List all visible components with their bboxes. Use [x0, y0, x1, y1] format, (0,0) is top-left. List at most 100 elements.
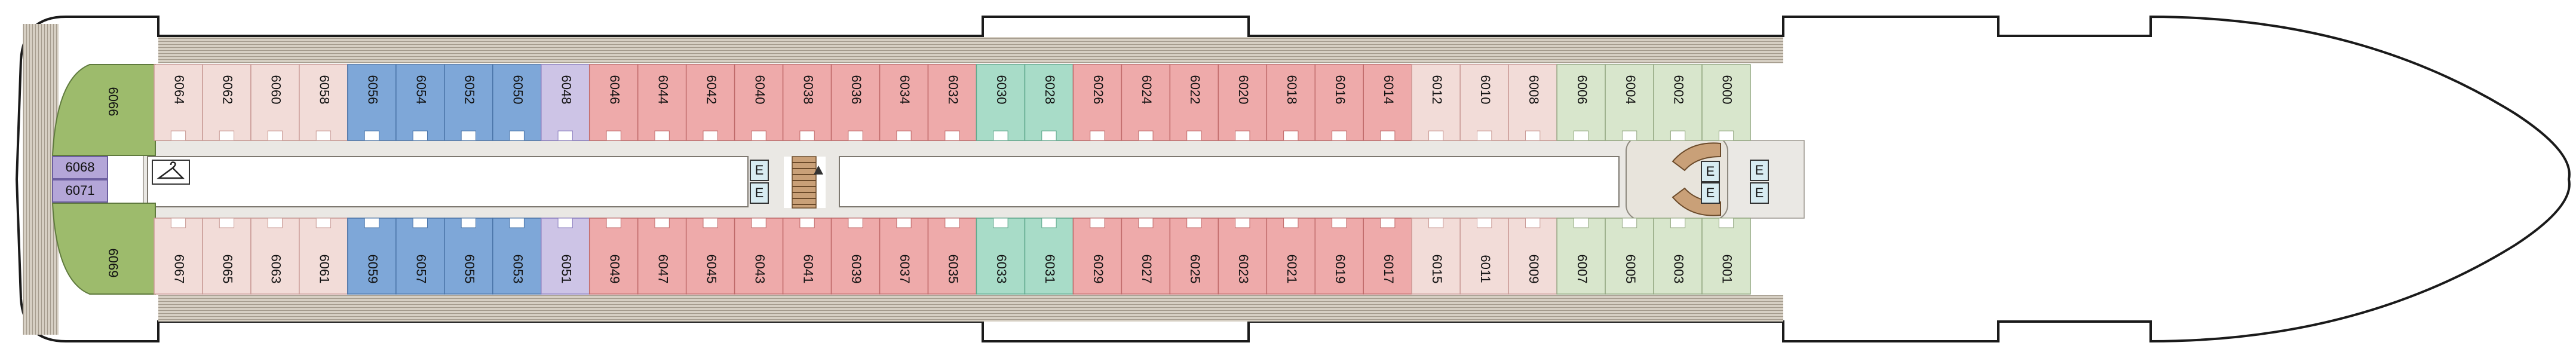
cabin-entry-6014	[1380, 130, 1396, 141]
cabin-entry-6056	[364, 130, 380, 141]
cabin-6036[interactable]	[830, 64, 881, 141]
aft-cabin-6071[interactable]	[52, 179, 108, 203]
cabin-6017[interactable]	[1363, 218, 1412, 295]
cabin-6031[interactable]	[1024, 218, 1074, 295]
cabin-label-6001: 6001	[1720, 255, 1735, 284]
cabin-label-6042: 6042	[704, 75, 719, 105]
elevator-icon	[1701, 161, 1720, 182]
cabin-6027[interactable]	[1121, 218, 1171, 295]
cabin-6035[interactable]	[927, 218, 977, 295]
cabin-6061[interactable]	[299, 218, 348, 295]
cabin-entry-6034	[896, 130, 912, 141]
cabin-6034[interactable]	[879, 64, 929, 141]
cabin-entry-6020	[1235, 130, 1250, 141]
cabin-6037[interactable]	[879, 218, 929, 295]
cabin-label-6035: 6035	[946, 255, 961, 284]
cabin-6049[interactable]	[588, 218, 639, 295]
cabin-label-6039: 6039	[849, 255, 864, 284]
cabin-label-6051: 6051	[559, 255, 574, 284]
cabin-label-6028: 6028	[1042, 75, 1057, 105]
cabin-entry-6045	[703, 218, 718, 228]
cabin-6015[interactable]	[1411, 218, 1461, 295]
cabin-entry-6025	[1186, 218, 1202, 228]
cabin-label-6024: 6024	[1139, 75, 1154, 105]
cabin-label-6063: 6063	[269, 255, 284, 284]
elevator-icon	[1701, 182, 1720, 204]
cabin-6053[interactable]	[492, 218, 542, 295]
cabin-label-6048: 6048	[559, 75, 574, 105]
cabin-6023[interactable]	[1218, 218, 1268, 295]
cabin-label-6006: 6006	[1575, 75, 1590, 105]
cabin-6032[interactable]	[927, 64, 977, 141]
cabin-label-6036: 6036	[849, 75, 864, 105]
cabin-6052[interactable]	[444, 64, 493, 141]
cabin-6029[interactable]	[1072, 218, 1123, 295]
cabin-6009[interactable]	[1508, 218, 1557, 295]
cabin-6006[interactable]	[1556, 64, 1606, 141]
aft-cabin-6068-label: 6068	[66, 160, 95, 175]
cabin-label-6034: 6034	[897, 75, 912, 105]
cabin-entry-6050	[509, 130, 525, 141]
cabin-6025[interactable]	[1169, 218, 1219, 295]
cabin-6054[interactable]	[395, 64, 445, 141]
cabin-entry-6054	[412, 130, 428, 141]
cabin-6012[interactable]	[1411, 64, 1461, 141]
cabin-6040[interactable]	[734, 64, 784, 141]
cabin-6048[interactable]	[541, 64, 590, 141]
aft-suite-bottom-label: 6069	[106, 249, 121, 278]
cabin-entry-6015	[1428, 218, 1444, 228]
cabin-label-6030: 6030	[994, 75, 1009, 105]
cabin-6063[interactable]	[250, 218, 300, 295]
cabin-entry-6061	[315, 218, 332, 228]
cabin-6050[interactable]	[492, 64, 542, 141]
cabin-entry-6000	[1718, 130, 1734, 141]
elevator-icon	[750, 160, 769, 181]
cabin-entry-6036	[848, 130, 863, 141]
elevator-label: E	[1706, 164, 1715, 179]
cabin-6011[interactable]	[1459, 218, 1509, 295]
aft-cabin-6068[interactable]	[52, 156, 108, 179]
cabin-6038[interactable]	[782, 64, 832, 141]
cabin-entry-6046	[606, 130, 621, 141]
cabin-label-6038: 6038	[801, 75, 815, 105]
cabin-6056[interactable]	[347, 64, 397, 141]
cabin-6057[interactable]	[395, 218, 445, 295]
cabin-6043[interactable]	[734, 218, 784, 295]
cabin-entry-6019	[1332, 218, 1347, 228]
cabin-entry-6064	[170, 130, 186, 141]
cabin-label-6054: 6054	[414, 75, 429, 105]
cabin-label-6027: 6027	[1139, 255, 1154, 284]
cabin-6000[interactable]	[1701, 64, 1751, 141]
cabin-label-6004: 6004	[1623, 75, 1638, 105]
cabin-6047[interactable]	[637, 218, 687, 295]
cabin-6004[interactable]	[1605, 64, 1654, 141]
cabin-entry-6057	[412, 218, 428, 228]
cabin-6010[interactable]	[1459, 64, 1509, 141]
cabin-6055[interactable]	[444, 218, 493, 295]
cabin-6059[interactable]	[347, 218, 397, 295]
cabin-6019[interactable]	[1314, 218, 1364, 295]
cabin-entry-6026	[1090, 130, 1105, 141]
elevator-label: E	[1755, 163, 1764, 178]
cabin-6018[interactable]	[1266, 64, 1316, 141]
cabin-label-6060: 6060	[269, 75, 284, 105]
cabin-6005[interactable]	[1605, 218, 1654, 295]
cabin-6021[interactable]	[1266, 218, 1316, 295]
cabin-6046[interactable]	[588, 64, 639, 141]
cabin-6022[interactable]	[1169, 64, 1219, 141]
cabin-6001[interactable]	[1701, 218, 1751, 295]
cabin-label-6014: 6014	[1381, 75, 1396, 105]
cabin-6067[interactable]	[154, 218, 203, 295]
cabin-6039[interactable]	[830, 218, 881, 295]
cabin-label-6026: 6026	[1091, 75, 1106, 105]
cabin-6014[interactable]	[1363, 64, 1412, 141]
cabin-entry-6011	[1477, 218, 1492, 228]
aft-suite-bottom[interactable]	[51, 203, 156, 295]
cabin-6044[interactable]	[637, 64, 687, 141]
cabin-6041[interactable]	[782, 218, 832, 295]
aft-suite-top[interactable]	[51, 64, 156, 156]
cabin-label-6041: 6041	[801, 255, 815, 284]
cabin-6003[interactable]	[1653, 218, 1703, 295]
cabin-label-6032: 6032	[946, 75, 961, 105]
